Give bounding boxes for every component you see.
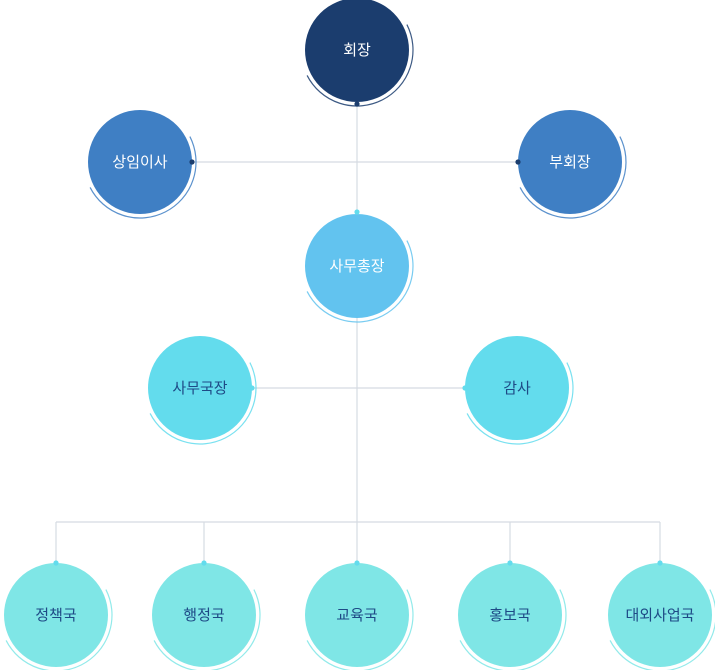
node-ring-arc <box>466 362 574 445</box>
node-circle <box>148 336 252 440</box>
node-label: 부회장 <box>549 153 591 171</box>
node-circle <box>305 0 409 102</box>
node-ring-arc <box>609 589 715 670</box>
org-node-executive-director: 상임이사 <box>88 110 197 219</box>
connector-dot <box>354 101 360 107</box>
node-ring-arc <box>153 589 261 670</box>
node-label: 행정국 <box>183 606 225 624</box>
org-node-education-bureau: 교육국 <box>305 563 414 670</box>
node-circle <box>608 563 712 667</box>
node-circle <box>305 214 409 318</box>
connector-dot <box>354 209 360 215</box>
node-circle <box>152 563 256 667</box>
node-ring-arc <box>519 136 627 219</box>
node-label: 교육국 <box>336 606 378 624</box>
node-label: 정책국 <box>35 606 77 624</box>
connector-dot <box>201 560 207 566</box>
connector-dot <box>507 560 513 566</box>
org-node-admin-bureau: 행정국 <box>152 563 261 670</box>
node-ring-arc <box>89 136 197 219</box>
connector-dot <box>53 560 59 566</box>
node-ring-arc <box>459 589 567 670</box>
org-node-policy-bureau: 정책국 <box>4 563 113 670</box>
node-circle <box>518 110 622 214</box>
node-ring-arc <box>5 589 113 670</box>
org-node-office-director: 사무국장 <box>148 336 257 445</box>
org-node-auditor: 감사 <box>465 336 574 445</box>
node-ring-arc <box>306 24 414 107</box>
node-ring-arc <box>306 589 414 670</box>
connector-dot <box>354 560 360 566</box>
node-ring-arc <box>306 240 414 323</box>
node-label: 사무총장 <box>329 257 384 275</box>
connector-dot <box>189 159 195 165</box>
node-circle <box>4 563 108 667</box>
node-ring-arc <box>149 362 257 445</box>
connector-dot <box>249 385 255 391</box>
org-node-pr-bureau: 홍보국 <box>458 563 567 670</box>
node-label: 사무국장 <box>172 379 227 397</box>
node-label: 상임이사 <box>112 153 167 171</box>
node-circle <box>465 336 569 440</box>
connector-dot <box>462 385 468 391</box>
node-label: 홍보국 <box>489 606 531 624</box>
node-label: 감사 <box>503 379 531 397</box>
node-label: 대외사업국 <box>625 606 694 624</box>
org-node-vice-chairman: 부회장 <box>518 110 627 219</box>
org-node-chairman: 회장 <box>305 0 414 107</box>
org-node-external-affairs-bureau: 대외사업국 <box>608 563 715 670</box>
connector-dot <box>515 159 521 165</box>
node-circle <box>305 563 409 667</box>
org-node-secretary-general: 사무총장 <box>305 214 414 323</box>
connector-dot <box>657 560 663 566</box>
node-label: 회장 <box>343 41 371 59</box>
node-circle <box>458 563 562 667</box>
node-circle <box>88 110 192 214</box>
